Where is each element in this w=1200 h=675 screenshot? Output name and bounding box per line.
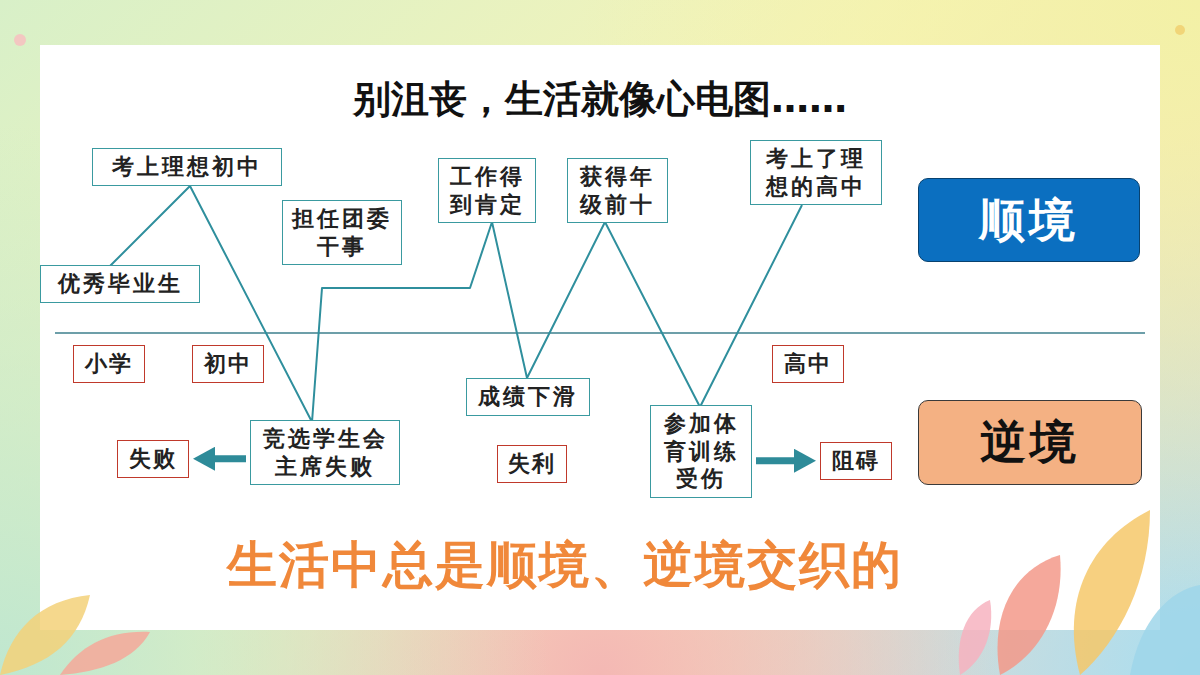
box-text: 小学: [78, 350, 140, 378]
stage-box: 小学: [73, 345, 145, 383]
box-text: 失败: [122, 445, 184, 473]
event-box: 担任团委 干事: [282, 200, 402, 265]
stage-box: 失败: [117, 440, 189, 478]
box-text: 考上了理 想的高中: [757, 145, 875, 200]
leaf-decoration: [0, 25, 1200, 675]
category-box: 逆境: [918, 400, 1142, 485]
box-text: 工作得 到肯定: [445, 163, 529, 218]
event-box: 优秀毕业生: [40, 265, 200, 303]
arrow-connector: [213, 455, 246, 462]
event-box: 考上理想初中: [92, 148, 282, 186]
box-text: 参加体 育训练 受伤: [657, 410, 745, 493]
category-box: 顺境: [918, 178, 1140, 262]
box-text: 成绩下滑: [473, 383, 583, 411]
box-text: 高中: [777, 350, 839, 378]
box-text: 考上理想初中: [99, 153, 275, 181]
event-box: 考上了理 想的高中: [750, 140, 882, 205]
event-box: 参加体 育训练 受伤: [650, 405, 752, 498]
box-text: 失利: [502, 450, 562, 478]
title: 别沮丧，生活就像心电图……: [0, 74, 1200, 125]
stage-box: 高中: [772, 345, 844, 383]
event-box: 工作得 到肯定: [438, 158, 536, 223]
box-text: 担任团委 干事: [289, 205, 395, 260]
event-box: 成绩下滑: [466, 378, 590, 416]
box-text: 初中: [197, 350, 259, 378]
box-text: 优秀毕业生: [47, 270, 193, 298]
stage-box: 阻碍: [820, 442, 892, 480]
stage-box: 初中: [192, 345, 264, 383]
box-text: 获得年 级前十: [574, 163, 661, 218]
event-box: 获得年 级前十: [567, 158, 668, 223]
arrow-connector: [756, 457, 796, 464]
box-text: 阻碍: [825, 447, 887, 475]
event-box: 竞选学生会 主席失败: [250, 420, 400, 485]
caption: 生活中总是顺境、逆境交织的: [0, 532, 1130, 599]
stage-box: 失利: [497, 445, 567, 483]
baseline: [55, 332, 1145, 334]
box-text: 竞选学生会 主席失败: [257, 425, 393, 480]
box-text: 逆境: [980, 417, 1080, 468]
box-text: 顺境: [979, 195, 1079, 246]
